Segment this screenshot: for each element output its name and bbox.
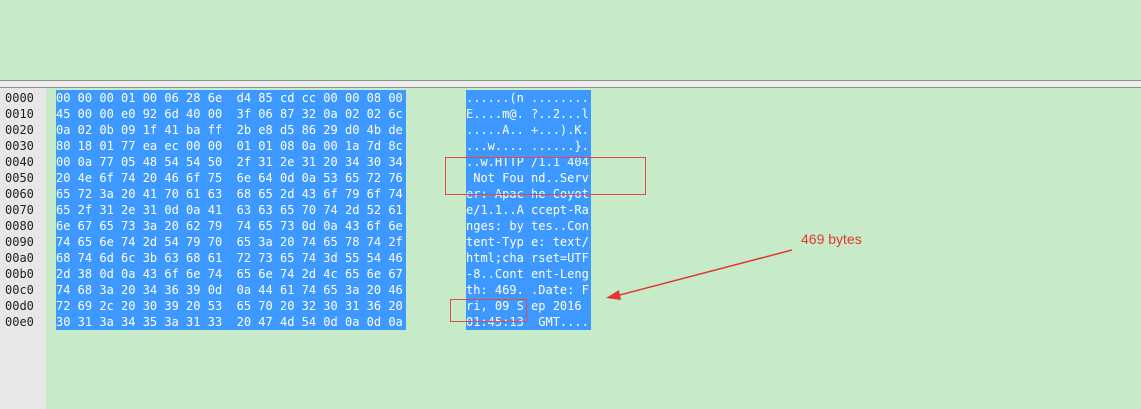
pane-splitter[interactable]: [0, 80, 1141, 88]
ascii-row[interactable]: .....A.. +...).K.: [466, 123, 589, 137]
offset-label: 00c0: [5, 283, 34, 297]
hex-row[interactable]: 20 4e 6f 74 20 46 6f 75 6e 64 0d 0a 53 6…: [56, 171, 403, 185]
ascii-row[interactable]: ...w.... ......}.: [466, 139, 589, 153]
hex-row[interactable]: 74 68 3a 20 34 36 39 0d 0a 44 61 74 65 3…: [56, 283, 403, 297]
hex-row[interactable]: 80 18 01 77 ea ec 00 00 01 01 08 0a 00 1…: [56, 139, 403, 153]
offset-gutter: [0, 88, 46, 409]
ascii-pane[interactable]: ......(n ........ E....m@. ?..2...l ....…: [466, 90, 591, 330]
ascii-row[interactable]: ri, 09 S ep 2016: [466, 299, 589, 313]
hex-row[interactable]: 6e 67 65 73 3a 20 62 79 74 65 73 0d 0a 4…: [56, 219, 403, 233]
hex-row[interactable]: 00 0a 77 05 48 54 54 50 2f 31 2e 31 20 3…: [56, 155, 403, 169]
hex-row[interactable]: 2d 38 0d 0a 43 6f 6e 74 65 6e 74 2d 4c 6…: [56, 267, 403, 281]
offset-label: 0040: [5, 155, 34, 169]
offset-label: 0020: [5, 123, 34, 137]
content-length-highlight-box: [450, 299, 527, 322]
hex-row[interactable]: 0a 02 0b 09 1f 41 ba ff 2b e8 d5 86 29 d…: [56, 123, 403, 137]
ascii-row[interactable]: ..w.HTTP /1.1 404: [466, 155, 589, 169]
ascii-row[interactable]: nges: by tes..Con: [466, 219, 589, 233]
hex-row[interactable]: 65 2f 31 2e 31 0d 0a 41 63 63 65 70 74 2…: [56, 203, 403, 217]
ascii-row[interactable]: 01:45:13 GMT....: [466, 315, 589, 329]
hex-bytes-pane[interactable]: 00 00 00 01 00 06 28 6e d4 85 cd cc 00 0…: [56, 90, 406, 330]
offset-label: 0060: [5, 187, 34, 201]
ascii-row[interactable]: tent-Typ e: text/: [466, 235, 589, 249]
http-status-highlight-box: [445, 157, 646, 195]
hex-row[interactable]: 00 00 00 01 00 06 28 6e d4 85 cd cc 00 0…: [56, 91, 403, 105]
offset-column: 0000 0010 0020 0030 0040 0050 0060 0070 …: [5, 90, 34, 330]
offset-label: 0050: [5, 171, 34, 185]
hex-row[interactable]: 65 72 3a 20 41 70 61 63 68 65 2d 43 6f 7…: [56, 187, 403, 201]
ascii-row[interactable]: th: 469. .Date: F: [466, 283, 589, 297]
ascii-row[interactable]: ......(n ........: [466, 91, 589, 105]
offset-label: 00a0: [5, 251, 34, 265]
ascii-row[interactable]: -8..Cont ent-Leng: [466, 267, 589, 281]
offset-label: 0090: [5, 235, 34, 249]
offset-label: 0070: [5, 203, 34, 217]
offset-label: 00e0: [5, 315, 34, 329]
hex-row[interactable]: 74 65 6e 74 2d 54 79 70 65 3a 20 74 65 7…: [56, 235, 403, 249]
ascii-row[interactable]: E....m@. ?..2...l: [466, 107, 589, 121]
upper-pane: [0, 0, 1141, 80]
offset-label: 0010: [5, 107, 34, 121]
offset-label: 00b0: [5, 267, 34, 281]
ascii-row[interactable]: e/1.1..A ccept-Ra: [466, 203, 589, 217]
ascii-row[interactable]: html;cha rset=UTF: [466, 251, 589, 265]
offset-label: 0080: [5, 219, 34, 233]
offset-label: 00d0: [5, 299, 34, 313]
hex-row[interactable]: 45 00 00 e0 92 6d 40 00 3f 06 87 32 0a 0…: [56, 107, 403, 121]
hex-row[interactable]: 30 31 3a 34 35 3a 31 33 20 47 4d 54 0d 0…: [56, 315, 403, 329]
offset-label: 0030: [5, 139, 34, 153]
ascii-row[interactable]: Not Fou nd..Serv: [466, 171, 589, 185]
offset-label: 0000: [5, 91, 34, 105]
hex-row[interactable]: 72 69 2c 20 30 39 20 53 65 70 20 32 30 3…: [56, 299, 403, 313]
hex-row[interactable]: 68 74 6d 6c 3b 63 68 61 72 73 65 74 3d 5…: [56, 251, 403, 265]
annotation-label: 469 bytes: [801, 231, 862, 247]
